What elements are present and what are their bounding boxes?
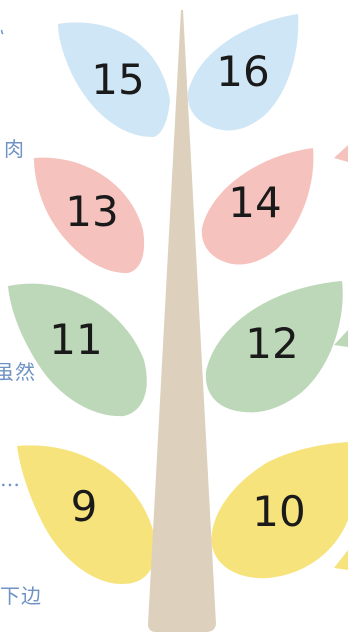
side-text-2: 虽然 [0,356,36,385]
leaf-number-9: 9 [71,482,98,531]
leaf-number-13: 13 [65,187,118,236]
leaf-number-15: 15 [91,55,144,104]
leaf-number-14: 14 [228,178,281,227]
leaf-number-12: 12 [245,319,298,368]
side-text-4: 下边 [0,580,42,609]
leaf-number-16: 16 [216,47,269,96]
side-text-1: 肉 [4,133,25,162]
leaf-number-10: 10 [252,487,305,536]
side-text-3: … [0,467,21,491]
leaf-number-11: 11 [49,315,102,364]
edge-mark [2,30,3,34]
edge-leaf-yellow [334,550,348,570]
edge-leaf-pink [334,145,348,162]
